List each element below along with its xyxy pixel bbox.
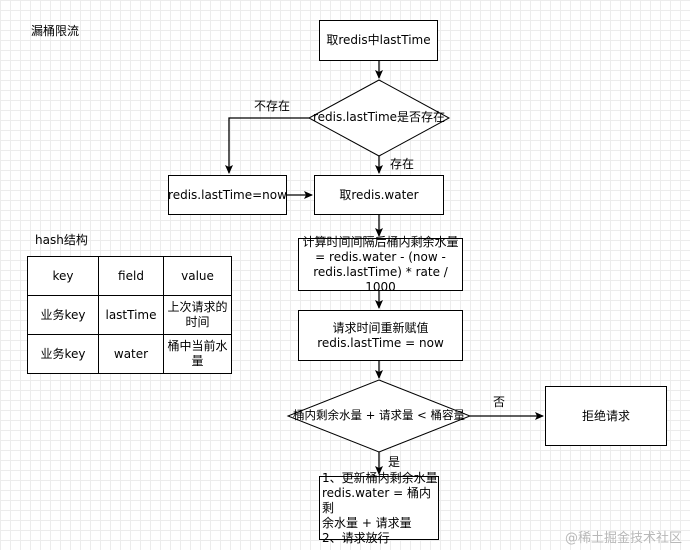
set-last-time-node: redis.lastTime=now bbox=[168, 175, 287, 215]
compute-remaining-node: 计算时间间隔后桶内剩余水量 = redis.water - (now - red… bbox=[298, 235, 463, 294]
node-label: redis.lastTime=now bbox=[168, 187, 287, 202]
table-header-cell: field bbox=[98, 256, 164, 296]
get-water-node: 取redis.water bbox=[314, 175, 444, 215]
watermark: @稀土掘金技术社区 bbox=[564, 531, 682, 546]
get-last-time-node: 取redis中lastTime bbox=[319, 20, 438, 61]
edge-not-exists bbox=[225, 117, 309, 174]
table-cell: 桶中当前水 量 bbox=[163, 334, 232, 374]
node-label: 取redis.water bbox=[339, 187, 419, 202]
table-cell: lastTime bbox=[98, 295, 164, 335]
capacity-check-label: 桶内剩余水量 + 请求量 < 桶容量 bbox=[293, 408, 465, 422]
exists-check-label: redis.lastTime是否存在 bbox=[312, 110, 446, 124]
table-header-cell: value bbox=[163, 256, 232, 296]
node-label: 1、更新桶内剩余水量 redis.water = 桶内剩 余水量 + 请求量 2… bbox=[322, 470, 438, 545]
table-header-row: key field value bbox=[27, 256, 232, 296]
reassign-time-node: 请求时间重新赋值 redis.lastTime = now bbox=[298, 310, 463, 361]
edge-label-exists: 存在 bbox=[390, 157, 415, 171]
edge-label-not-exists: 不存在 bbox=[254, 99, 291, 113]
edge-label-no: 否 bbox=[493, 395, 506, 409]
diagram-title: 漏桶限流 bbox=[31, 24, 80, 38]
update-and-pass-node: 1、更新桶内剩余水量 redis.water = 桶内剩 余水量 + 请求量 2… bbox=[319, 471, 439, 545]
table-row: 业务key lastTime 上次请求的 时间 bbox=[27, 295, 232, 335]
table-row: 业务key water 桶中当前水 量 bbox=[27, 334, 232, 374]
table-cell: 上次请求的 时间 bbox=[163, 295, 232, 335]
table-cell: 业务key bbox=[27, 334, 99, 374]
table-cell: 业务key bbox=[27, 295, 99, 335]
node-label: 请求时间重新赋值 redis.lastTime = now bbox=[317, 320, 444, 350]
hash-structure-table: key field value 业务key lastTime 上次请求的 时间 … bbox=[27, 256, 232, 374]
table-header-cell: key bbox=[27, 256, 99, 296]
node-label: 计算时间间隔后桶内剩余水量 = redis.water - (now - red… bbox=[302, 234, 459, 294]
node-label: 取redis中lastTime bbox=[326, 33, 431, 47]
reject-request-node: 拒绝请求 bbox=[545, 386, 667, 446]
node-label: 拒绝请求 bbox=[581, 408, 630, 423]
hash-structure-title: hash结构 bbox=[35, 233, 88, 247]
edge-label-yes: 是 bbox=[388, 455, 401, 469]
